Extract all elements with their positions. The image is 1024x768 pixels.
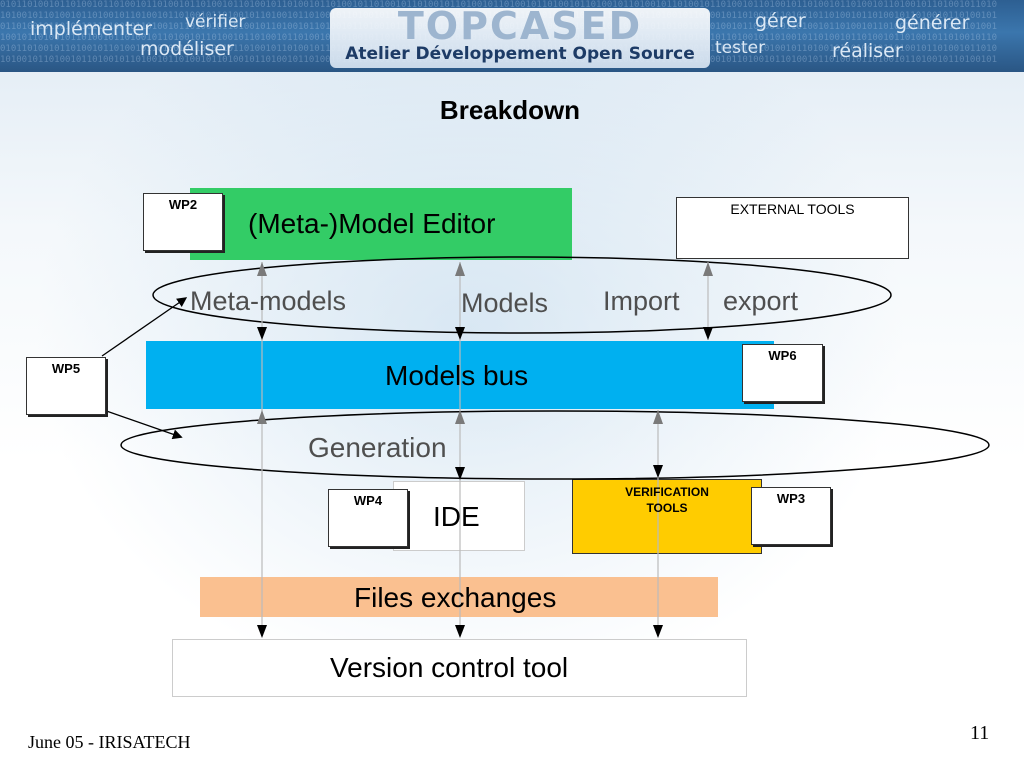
page-title: Breakdown [439,95,581,125]
model-editor-box [190,188,572,260]
files-exchanges-label: Files exchanges [354,582,557,613]
wp6-box: WP6 [742,344,823,402]
banner-word-verifier: vérifier [185,12,246,32]
banner-word-implementer: implémenter [30,18,153,40]
banner-word-generer: générer [895,12,970,34]
export-label: export [723,286,799,316]
page-number: 11 [970,722,990,744]
verification-tools-box [572,479,762,554]
generation-ellipse [120,410,990,480]
verification-tools-label: VERIFICATION TOOLS [625,485,709,515]
banner-word-gerer: gérer [755,10,806,32]
brand-subtitle: Atelier Développement Open Source [345,44,695,64]
meta-models-label: Meta-models [190,286,347,316]
banner-word-tester: tester [715,38,766,58]
banner-word-modeliser: modéliser [140,38,234,60]
version-control-box [172,639,747,697]
wp4-box: WP4 [328,489,408,547]
ide-label: IDE [433,501,480,532]
topcased-banner: 0101101001011010010110100101101001011010… [0,0,1024,72]
wp3-box: WP3 [751,487,831,545]
wp5-to-generation-arrow [94,406,183,440]
up-arrowheads [257,262,713,424]
down-arrowheads [257,327,713,638]
external-tools-label: EXTERNAL TOOLS [730,201,855,217]
models-bus-label: Models bus [385,360,529,391]
wp2-box: WP2 [143,193,223,251]
model-editor-label: (Meta-)Model Editor [248,208,496,239]
upper-ellipse [152,256,892,334]
footer-text: June 05 - IRISATECH [28,732,191,752]
wp5-to-meta-models-arrow [101,297,188,357]
import-label: Import [603,286,680,316]
generation-label: Generation [308,432,447,463]
external-tools-box [676,197,909,259]
brand-logo-plate [330,8,710,68]
banner-word-realiser: réaliser [832,40,903,62]
files-exchanges-box [200,577,718,617]
version-control-label: Version control tool [330,652,569,683]
brand-logo: TOPCASED [397,4,643,48]
wp5-box: WP5 [26,357,106,415]
models-label: Models [461,288,549,318]
